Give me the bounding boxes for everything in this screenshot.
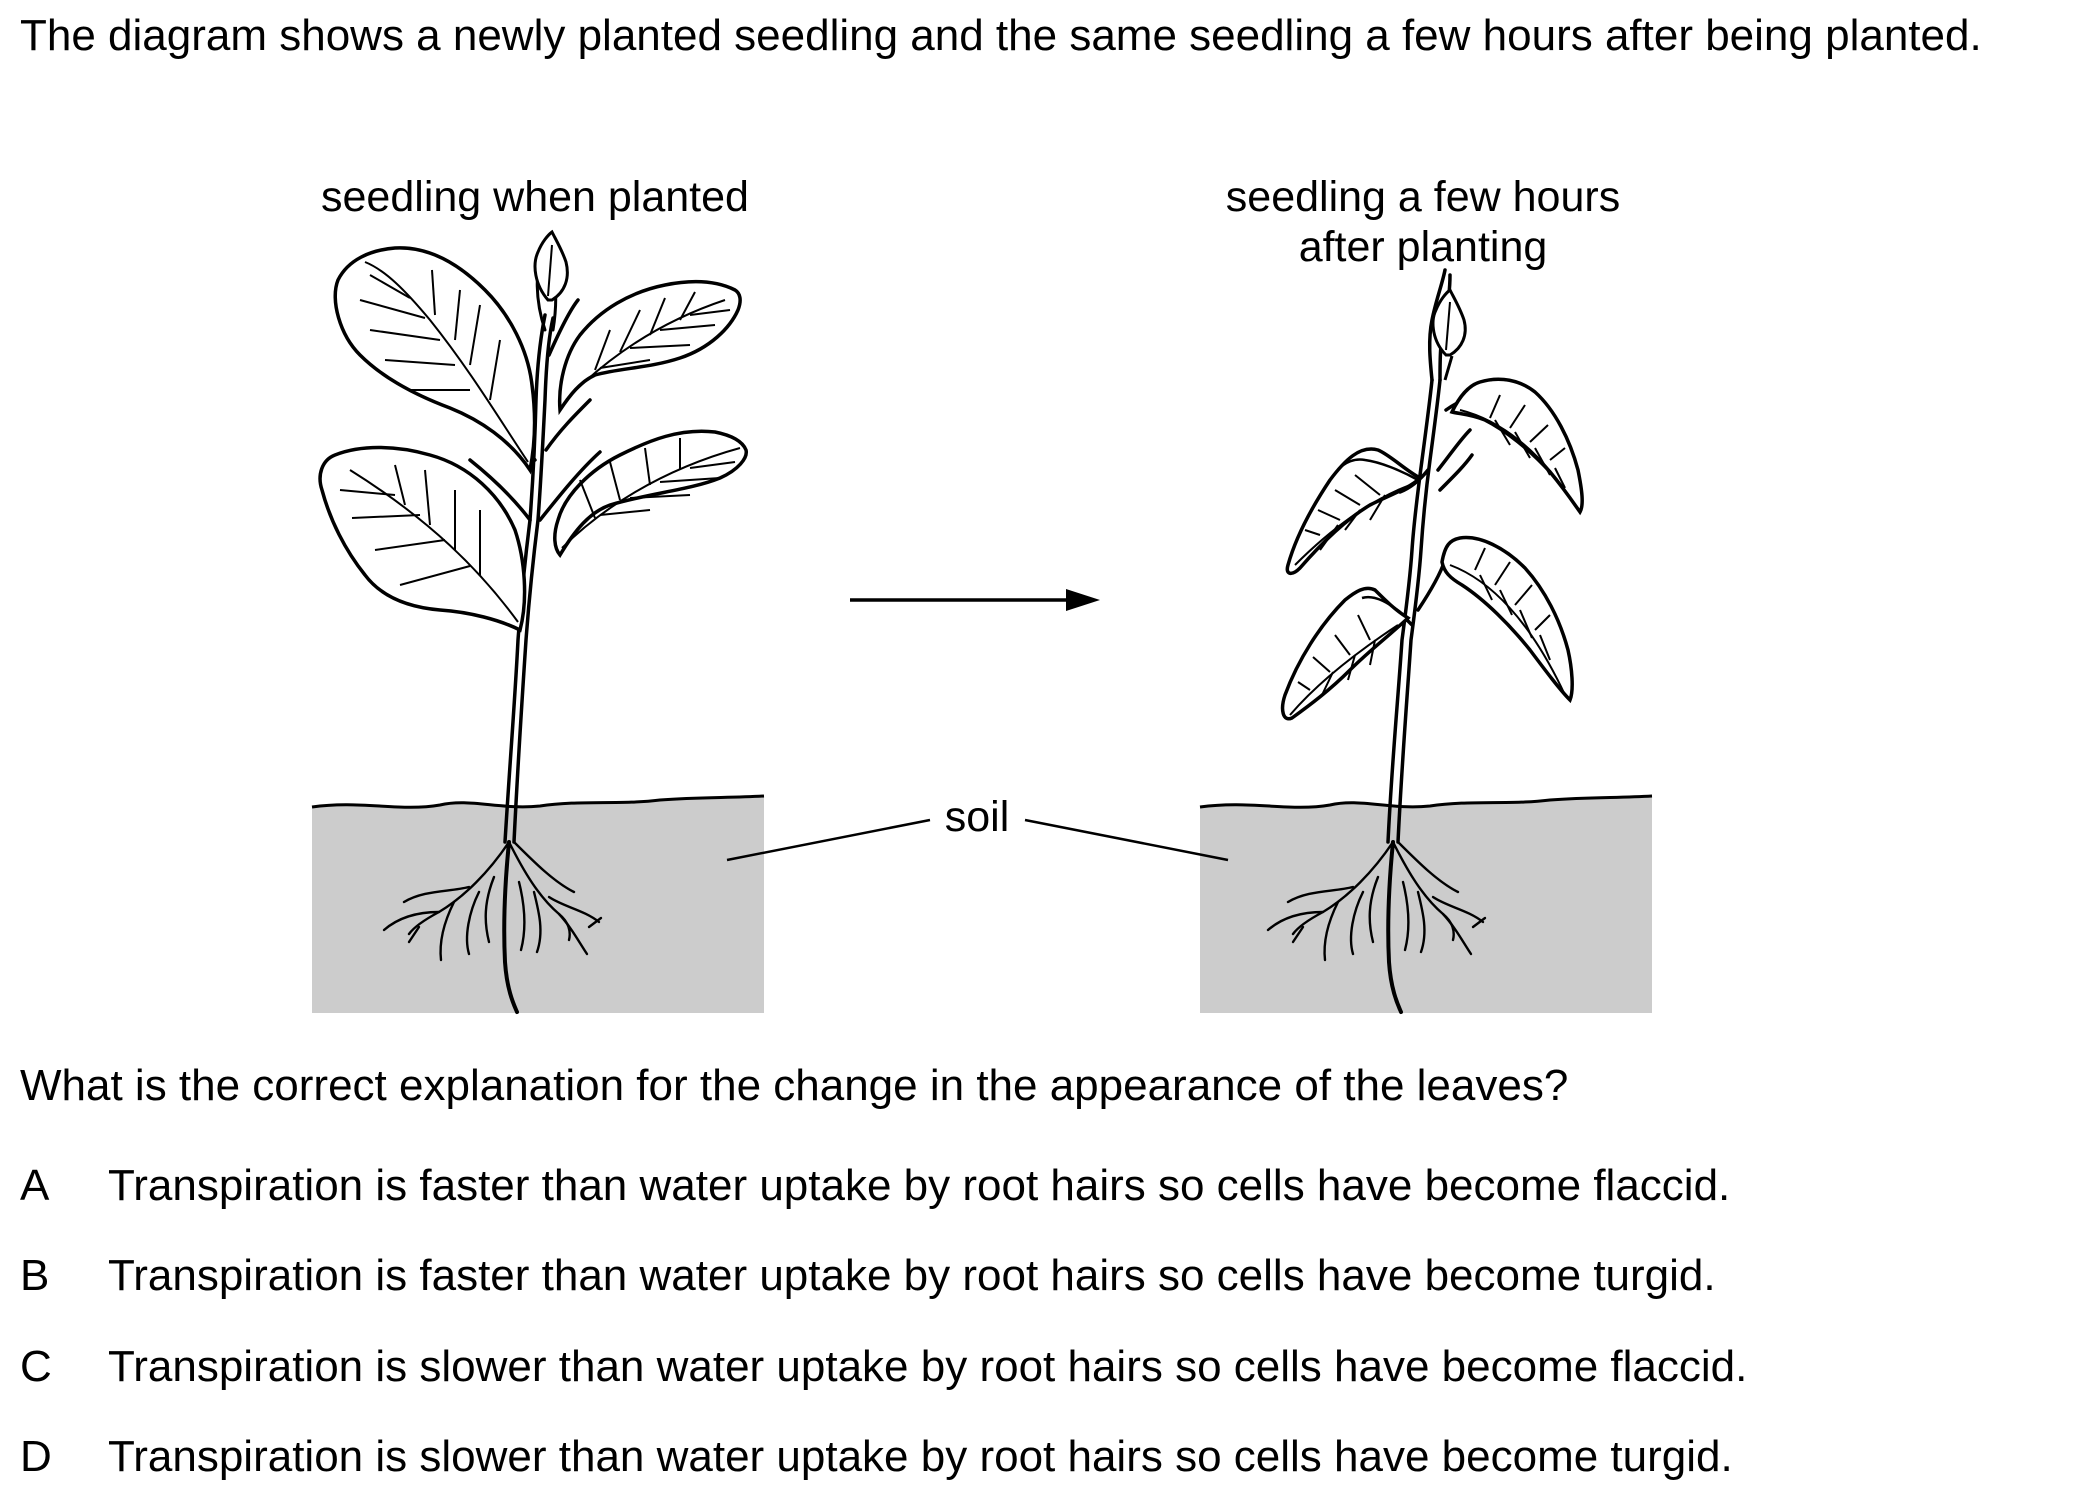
right-title-line1: seedling a few hours [1226,173,1620,221]
right-leaf-upper-left [1285,447,1423,575]
option-letter: D [20,1432,52,1481]
intro-text: The diagram shows a newly planted seedli… [20,11,1982,60]
left-leaf-lower-right [553,429,748,558]
right-leaf-lower-right [1440,535,1574,704]
option-letter: A [20,1161,50,1210]
question-text: What is the correct explanation for the … [20,1061,1569,1110]
left-leaf-lower-left [318,445,527,633]
change-arrow [850,589,1100,611]
option-text: Transpiration is faster than water uptak… [108,1251,1716,1300]
soil-label: soil [945,793,1010,841]
left-stem [468,248,602,844]
right-title-line2: after planting [1299,223,1548,271]
option-letter: B [20,1251,50,1300]
option-text: Transpiration is slower than water uptak… [108,1342,1748,1391]
right-leaf-lower-left [1280,586,1411,721]
left-leaf-upper-left [333,246,537,475]
right-soil-surface [1199,794,1653,809]
option-letter: C [20,1342,52,1391]
option-text: Transpiration is slower than water uptak… [108,1432,1733,1481]
right-soil-block [1200,796,1652,1013]
soil-leader-left [726,818,931,862]
left-title: seedling when planted [321,173,749,221]
left-soil-surface [311,794,765,809]
option-text: Transpiration is faster than water uptak… [108,1161,1731,1210]
right-leaf-upper-right [1449,377,1584,516]
left-leaf-upper-right [557,279,742,416]
soil-leader-right [1024,818,1229,862]
